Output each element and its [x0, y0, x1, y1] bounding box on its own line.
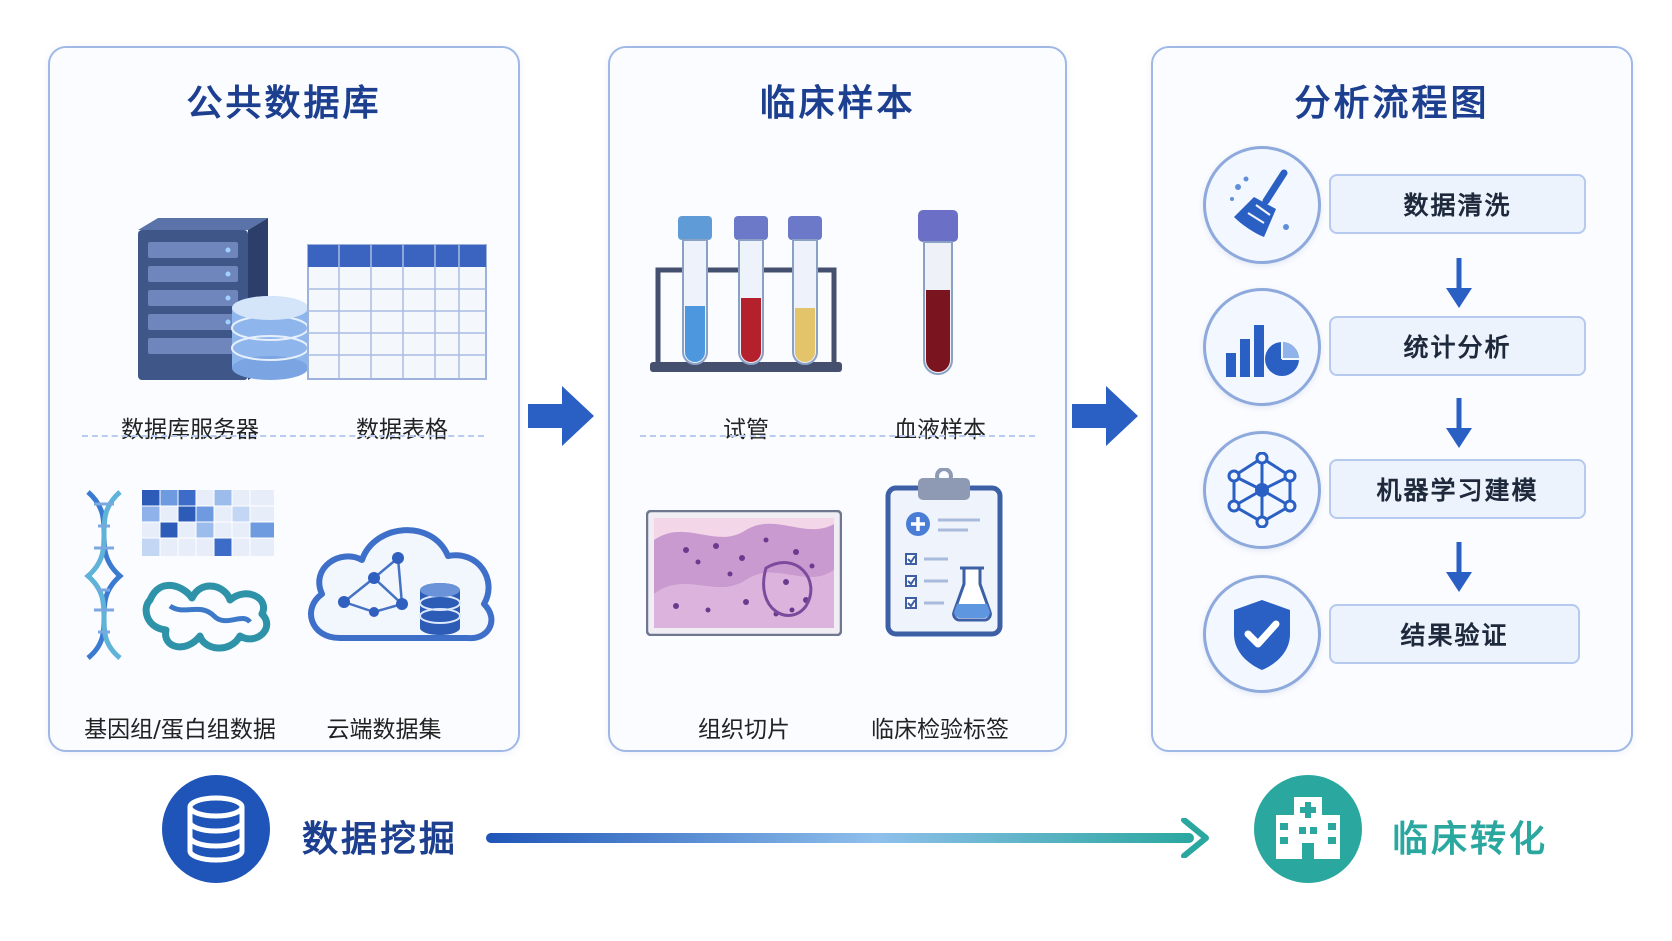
item-blood-sample: 血液样本 [840, 168, 1040, 443]
panel-title-public-database: 公共数据库 [186, 83, 382, 124]
step-data-cleaning: 数据清洗 [1329, 174, 1586, 234]
clinical-translation-label: 临床转化 [1392, 819, 1549, 860]
step-result-validation: 结果验证 [1329, 604, 1580, 664]
data-mining-label: 数据挖掘 [302, 819, 459, 860]
arrow-down-icon [1446, 258, 1472, 308]
step-icon-circle [1203, 146, 1321, 264]
flow-arrow-right-icon [1072, 386, 1138, 446]
section-divider [82, 435, 484, 437]
item-label: 云端数据集 [326, 717, 442, 743]
step-icon-circle [1203, 288, 1321, 406]
step-icon-circle [1203, 431, 1321, 549]
item-data-table: 数据表格 [302, 168, 502, 443]
item-label: 临床检验标签 [871, 717, 1009, 743]
panel-title-analysis-flow: 分析流程图 [1294, 83, 1490, 124]
step-statistical-analysis: 统计分析 [1329, 316, 1586, 376]
test-tubes-icon [650, 216, 842, 372]
item-clinical-label: 临床检验标签 [840, 468, 1040, 748]
item-cloud-dataset: 云端数据集 [300, 468, 500, 748]
step-icon-circle [1203, 575, 1321, 693]
item-label: 数据表格 [356, 417, 448, 443]
item-tissue-slide: 组织切片 [630, 468, 842, 748]
arrow-down-icon [1446, 398, 1472, 448]
section-divider [640, 435, 1035, 437]
item-database-server: 数据库服务器 [100, 168, 308, 443]
hospital-icon [1254, 775, 1362, 883]
broom-icon [1230, 169, 1289, 237]
cloud-dataset-icon [308, 527, 495, 642]
tissue-slide-icon [646, 510, 842, 636]
database-icon [162, 775, 270, 883]
public-database-panel: 公共数据库 数据库服务器 [48, 46, 520, 752]
flow-arrow-right-icon [528, 386, 594, 446]
item-label: 数据库服务器 [121, 417, 259, 443]
panel-title-clinical-samples: 临床样本 [759, 83, 916, 124]
item-genome-proteome: 基因组/蛋白组数据 [70, 468, 276, 748]
blood-sample-icon [918, 210, 958, 375]
network-icon [1227, 452, 1297, 528]
progress-arrow-icon [486, 818, 1209, 858]
item-label: 基因组/蛋白组数据 [84, 717, 276, 743]
dna-protein-icon [84, 490, 274, 660]
analysis-flow-panel: 分析流程图 数据清洗 统计分析 [1151, 46, 1633, 752]
clipboard-label-icon [885, 468, 1003, 637]
item-label: 组织切片 [698, 717, 790, 743]
step-ml-modeling: 机器学习建模 [1329, 459, 1586, 519]
bar-pie-chart-icon [1226, 325, 1299, 377]
database-server-icon [138, 218, 308, 380]
clinical-samples-panel: 临床样本 试管 血液样本 [608, 46, 1067, 752]
item-label: 试管 [723, 417, 769, 443]
item-label: 血液样本 [894, 417, 986, 443]
arrow-down-icon [1446, 542, 1472, 592]
data-table-icon [307, 244, 487, 380]
shield-check-icon [1234, 600, 1290, 670]
item-test-tubes: 试管 [630, 168, 842, 443]
